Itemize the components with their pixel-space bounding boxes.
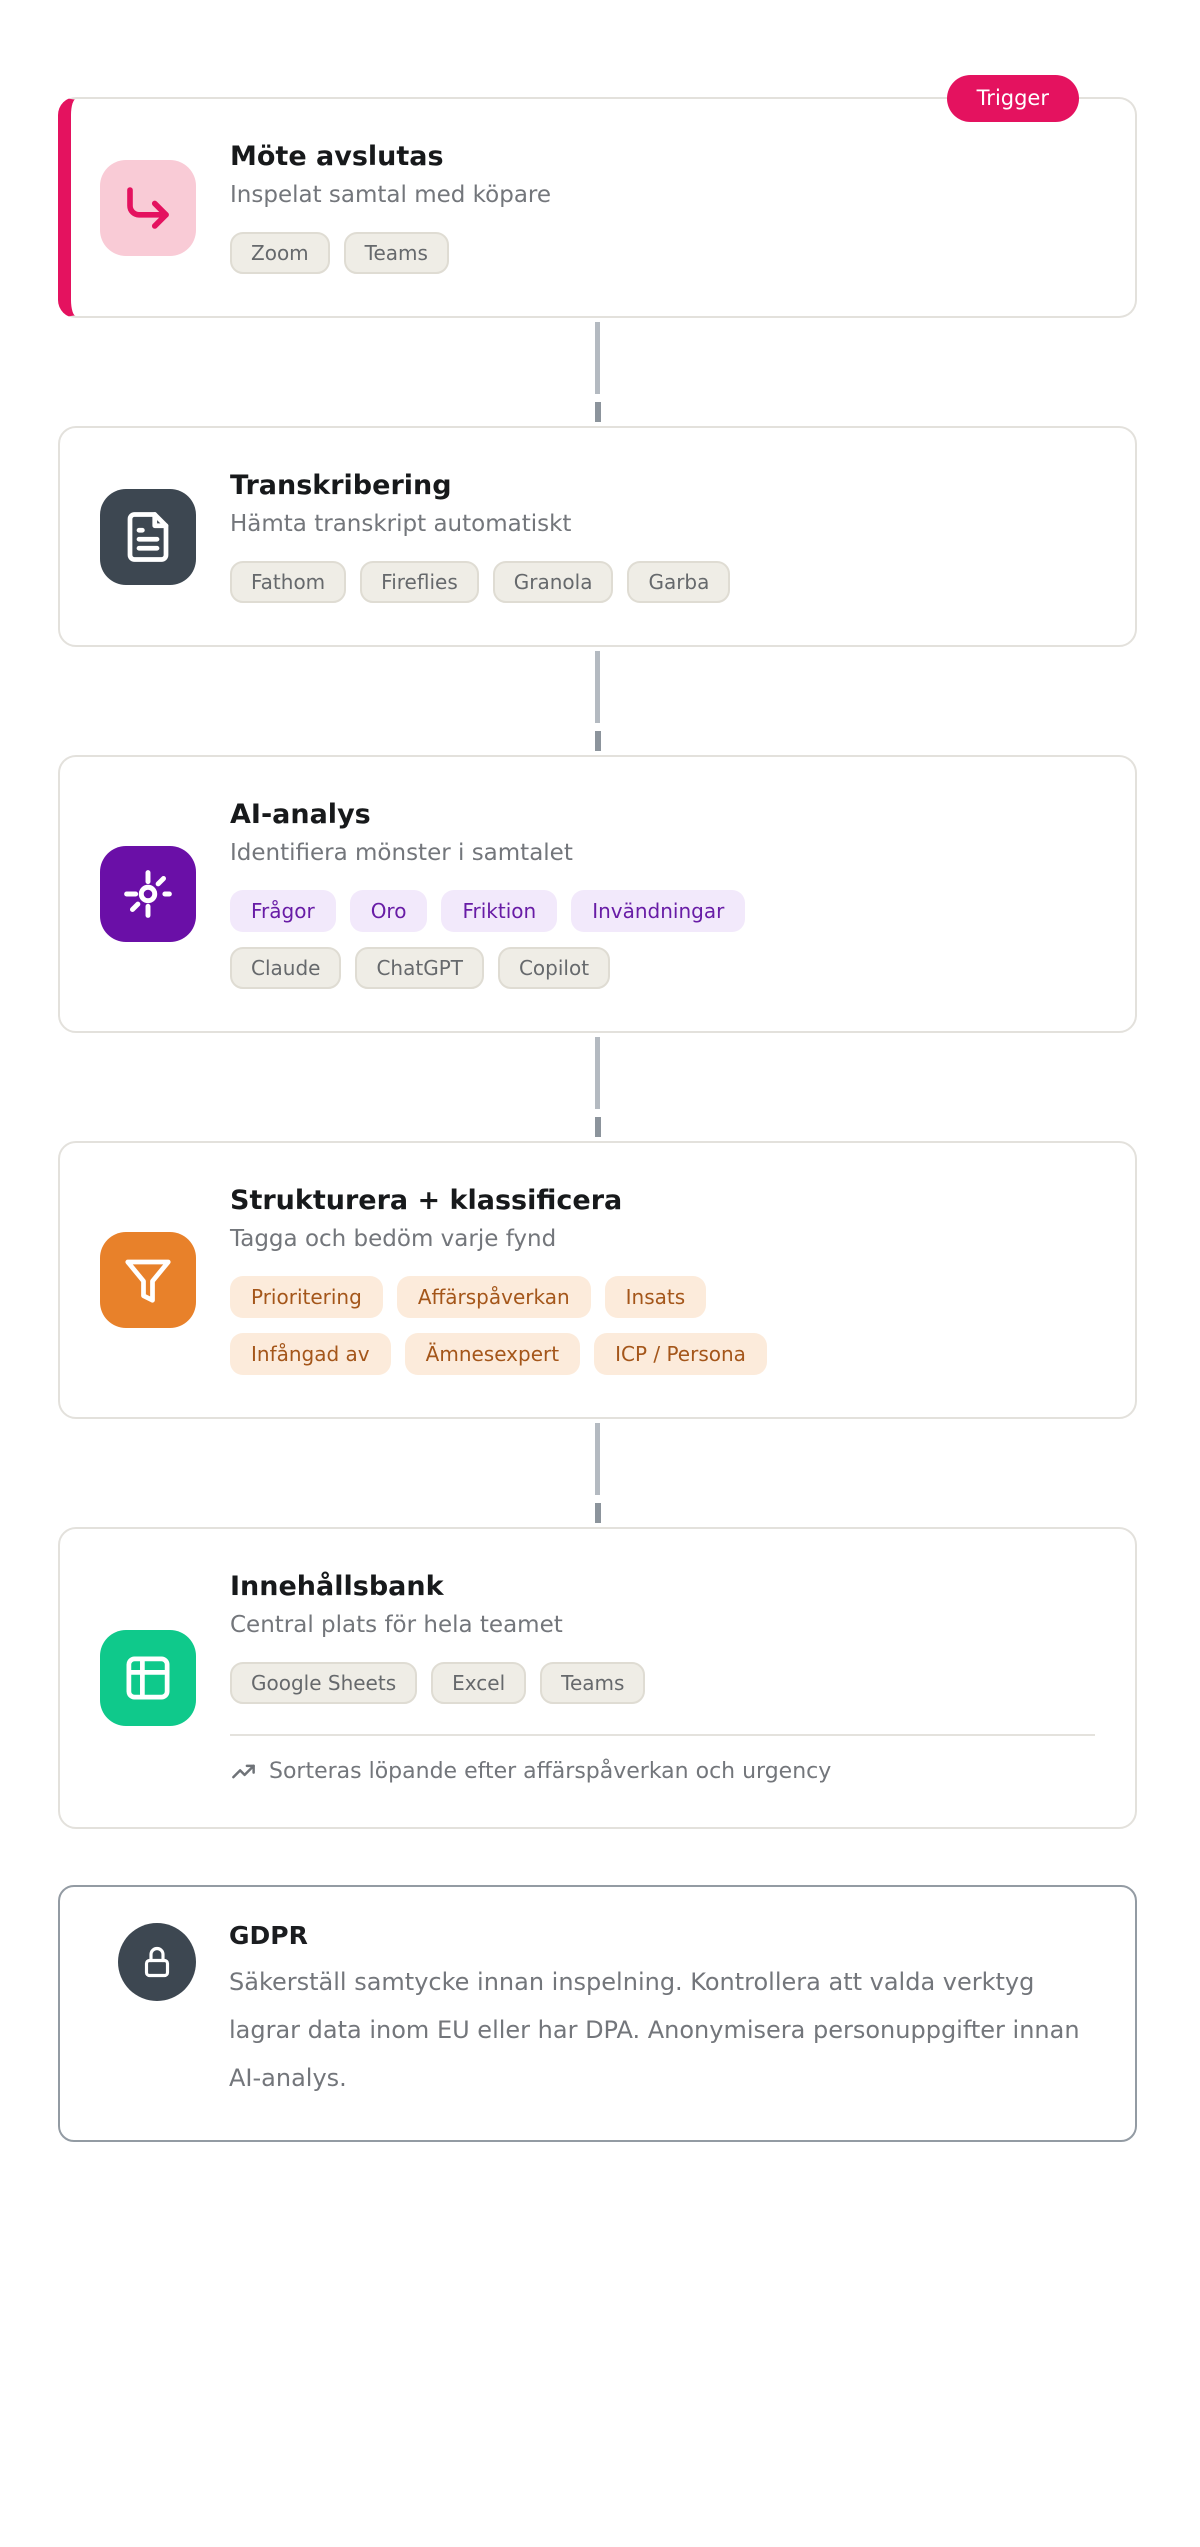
step-subtitle: Tagga och bedöm varje fynd xyxy=(230,1226,557,1252)
highlight-tag-list: Infångad av Ämnesexpert ICP / Persona xyxy=(230,1333,1095,1375)
tag-chip: Excel xyxy=(431,1662,527,1704)
step-subtitle: Central plats för hela teamet xyxy=(230,1612,563,1638)
file-text-icon xyxy=(127,511,169,562)
tag-list: Fathom Fireflies Granola Garba xyxy=(230,561,1095,603)
step-content: Transkribering Hämta transkript automati… xyxy=(230,470,1095,603)
tag-chip: Teams xyxy=(343,232,449,274)
tag-chip: ChatGPT xyxy=(355,947,484,989)
tag-list: Google Sheets Excel Teams xyxy=(230,1662,1095,1704)
step-content: Strukturera + klassificera Tagga och bed… xyxy=(230,1185,1095,1375)
tag-chip: Insats xyxy=(604,1276,707,1318)
tag-chip: ICP / Persona xyxy=(594,1333,767,1375)
tag-chip: Oro xyxy=(349,890,428,932)
highlight-tag-list: Frågor Oro Friktion Invändningar xyxy=(230,890,1095,932)
tag-chip: Invändningar xyxy=(571,890,746,932)
flow-connector xyxy=(58,1033,1137,1141)
tag-chip: Teams xyxy=(540,1662,646,1704)
gdpr-body-text: Säkerställ samtycke innan inspelning. Ko… xyxy=(229,1968,1080,2092)
sort-footnote-text: Sorteras löpande efter affärspåverkan oc… xyxy=(269,1759,832,1784)
card-gdpr: GDPR Säkerställ samtycke innan inspelnin… xyxy=(58,1885,1137,2142)
tag-chip: Fireflies xyxy=(360,561,479,603)
step-content: Innehållsbank Central plats för hela tea… xyxy=(230,1571,1095,1785)
step-icon-tile xyxy=(100,846,196,942)
step-content: AI-analys Identifiera mönster i samtalet… xyxy=(230,799,1095,989)
tag-chip: Affärspåverkan xyxy=(396,1276,591,1318)
tag-chip: Friktion xyxy=(441,890,558,932)
tag-chip: Infångad av xyxy=(230,1333,391,1375)
table-icon xyxy=(126,1656,170,1700)
step-title: Innehållsbank xyxy=(230,1571,444,1602)
step-subtitle: Hämta transkript automatiskt xyxy=(230,511,572,537)
card-innehallsbank: Innehållsbank Central plats för hela tea… xyxy=(58,1527,1137,1829)
lock-icon xyxy=(144,1946,170,1978)
tag-list: Zoom Teams xyxy=(230,232,1095,274)
tag-list: Claude ChatGPT Copilot xyxy=(230,947,1095,989)
tag-chip: Frågor xyxy=(230,890,336,932)
step-title: Strukturera + klassificera xyxy=(230,1185,623,1216)
step-icon-tile xyxy=(100,1630,196,1726)
sparkle-icon xyxy=(124,870,172,918)
sort-footnote: Sorteras löpande efter affärspåverkan oc… xyxy=(230,1758,1095,1785)
tag-chip: Granola xyxy=(492,561,614,603)
gdpr-content: GDPR Säkerställ samtycke innan inspelnin… xyxy=(229,1917,1095,2102)
flow-connector xyxy=(58,318,1137,426)
tag-chip: Google Sheets xyxy=(230,1662,418,1704)
card-strukturera-klassificera: Strukturera + klassificera Tagga och bed… xyxy=(58,1141,1137,1419)
gdpr-title: GDPR xyxy=(229,1921,308,1950)
step-subtitle: Inspelat samtal med köpare xyxy=(230,182,552,208)
step-icon-tile xyxy=(100,488,196,585)
workflow-diagram: Trigger Möte avslutas Inspelat samtal me… xyxy=(58,75,1137,2142)
lock-icon-circle xyxy=(118,1923,196,2001)
highlight-tag-list: Prioritering Affärspåverkan Insats xyxy=(230,1276,1095,1318)
trending-up-icon xyxy=(232,1764,255,1779)
step-content: Möte avslutas Inspelat samtal med köpare… xyxy=(230,141,1095,274)
tag-chip: Zoom xyxy=(230,232,330,274)
tag-chip: Claude xyxy=(230,947,342,989)
trigger-badge: Trigger xyxy=(946,75,1079,122)
tag-chip: Copilot xyxy=(497,947,611,989)
step-title: AI-analys xyxy=(230,799,371,830)
tag-chip: Garba xyxy=(627,561,731,603)
divider xyxy=(230,1734,1095,1736)
tag-chip: Fathom xyxy=(230,561,347,603)
card-ai-analys: AI-analys Identifiera mönster i samtalet… xyxy=(58,755,1137,1033)
step-title: Möte avslutas xyxy=(230,141,444,172)
card-transkribering: Transkribering Hämta transkript automati… xyxy=(58,426,1137,647)
corner-down-right-icon xyxy=(127,186,169,229)
step-icon-tile xyxy=(100,1232,196,1328)
flow-connector xyxy=(58,647,1137,755)
tag-chip: Prioritering xyxy=(230,1276,383,1318)
card-mote-avslutas: Trigger Möte avslutas Inspelat samtal me… xyxy=(58,75,1137,318)
step-title: Transkribering xyxy=(230,470,452,501)
filter-icon xyxy=(125,1259,171,1303)
step-subtitle: Identifiera mönster i samtalet xyxy=(230,840,573,866)
flow-connector xyxy=(58,1419,1137,1527)
tag-chip: Ämnesexpert xyxy=(404,1333,581,1375)
step-icon-tile xyxy=(100,159,196,256)
